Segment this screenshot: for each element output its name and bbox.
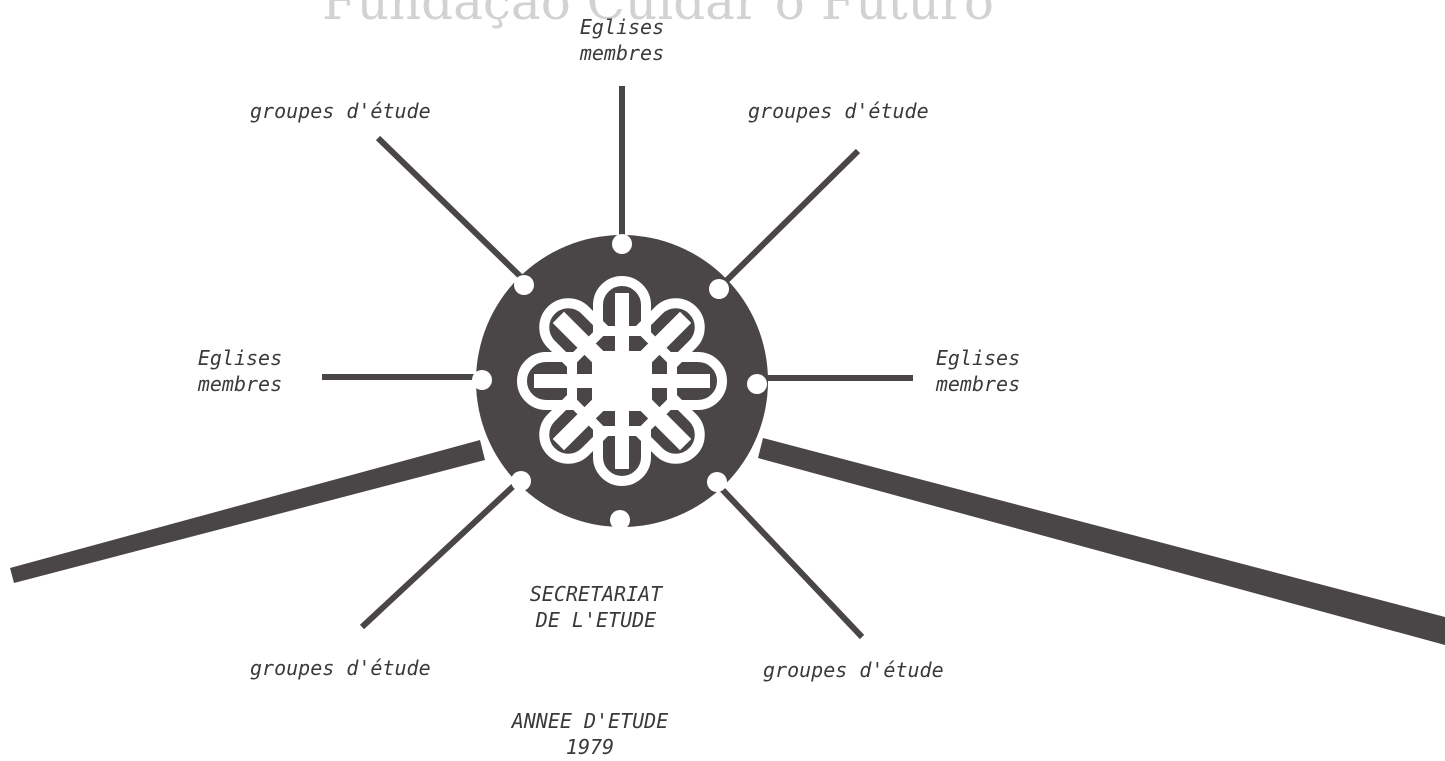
label-member-churches-top: Eglises membres [562, 14, 682, 66]
label-line: membres [180, 371, 300, 397]
label-line: membres [918, 371, 1038, 397]
label-study-year: ANNEE D'ETUDE 1979 [480, 708, 700, 760]
spoke-bottom-right [718, 485, 862, 637]
emblem-center-square [592, 351, 652, 411]
node-top-right [709, 279, 729, 299]
label-line: 1979 [480, 734, 700, 760]
spoke-top-right [722, 151, 858, 285]
label-line: membres [562, 40, 682, 66]
label-line: SECRETARIAT [496, 581, 696, 607]
node-top-left [514, 275, 534, 295]
spoke-top-left [378, 138, 522, 278]
emblem-cross-icon [522, 281, 722, 481]
label-line: ANNEE D'ETUDE [480, 708, 700, 734]
label-study-groups-top-left: groupes d'étude [250, 98, 431, 124]
label-member-churches-left: Eglises membres [180, 345, 300, 397]
label-line: Eglises [180, 345, 300, 371]
ray-right [758, 438, 1445, 645]
label-study-groups-bottom-right: groupes d'étude [763, 657, 944, 683]
node-bottom [610, 510, 630, 530]
node-left [472, 370, 492, 390]
node-right [747, 374, 767, 394]
label-study-groups-bottom-left: groupes d'étude [250, 655, 431, 681]
node-bottom-left [511, 471, 531, 491]
label-study-groups-top-right: groupes d'étude [748, 98, 929, 124]
ray-left [10, 440, 485, 583]
label-line: Eglises [918, 345, 1038, 371]
label-member-churches-right: Eglises membres [918, 345, 1038, 397]
node-top [612, 234, 632, 254]
node-bottom-right [707, 472, 727, 492]
label-line: Eglises [562, 14, 682, 40]
label-secretariat: SECRETARIAT DE L'ETUDE [496, 581, 696, 633]
label-line: DE L'ETUDE [496, 607, 696, 633]
